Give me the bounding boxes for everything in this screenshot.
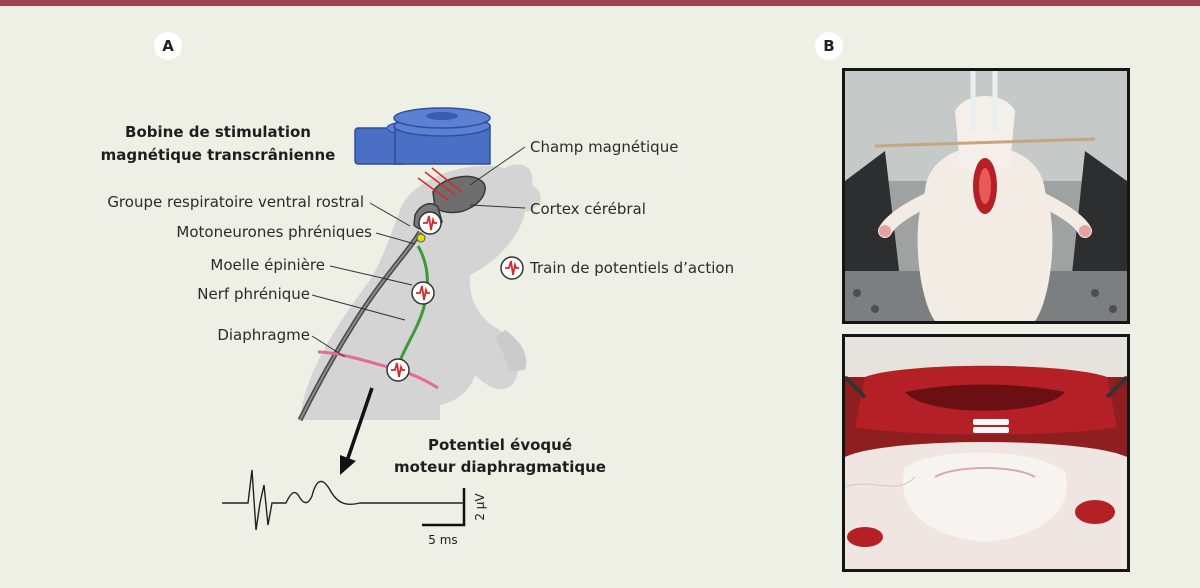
- mep-trace: [222, 469, 464, 531]
- action-potential-icon-nerve: [411, 281, 435, 305]
- mep-title-line1: Potentiel évoqué: [428, 436, 572, 454]
- label-motoneurons: Motoneurones phréniques: [176, 223, 372, 241]
- label-magnetic-field: Champ magnétique: [530, 138, 678, 156]
- action-potential-icon-rostral: [418, 211, 442, 235]
- action-potential-icon-diaphragm: [386, 358, 410, 382]
- coil-title-line2: magnétique transcrânienne: [101, 146, 336, 164]
- coil-title-line1: Bobine de stimulation: [125, 123, 311, 141]
- label-diaphragm: Diaphragme: [217, 326, 310, 344]
- mep-title-line2: moteur diaphragmatique: [394, 458, 606, 476]
- scale-voltage-label: 2 µV: [473, 493, 487, 521]
- scale-bar: [422, 488, 466, 527]
- motoneuron-dot: [416, 233, 426, 243]
- label-spinal-cord: Moelle épinière: [210, 256, 325, 274]
- spinal-cord: [297, 230, 423, 422]
- photo-diaphragm-surgery: [842, 334, 1130, 572]
- label-phrenic-nerve: Nerf phrénique: [197, 285, 310, 303]
- label-cortex: Cortex cérébral: [530, 200, 646, 218]
- photo-diaphragm-surgery-illustration: [845, 337, 1127, 569]
- label-action-potentials: Train de potentiels d’action: [529, 259, 734, 277]
- panel-a-badge: A: [154, 32, 182, 60]
- magnetic-coil: [354, 107, 491, 165]
- top-accent-bar: [0, 0, 1200, 6]
- action-potential-legend-icon: [500, 256, 524, 280]
- photo-rat-supine: [842, 68, 1130, 324]
- photo-rat-supine-illustration: [845, 71, 1127, 321]
- label-rostral-group: Groupe respiratoire ventral rostral: [107, 193, 364, 211]
- scale-time-label: 5 ms: [428, 533, 457, 547]
- leader-lines: [311, 146, 526, 358]
- evoked-arrow: [340, 387, 374, 475]
- panel-b-badge: B: [815, 32, 843, 60]
